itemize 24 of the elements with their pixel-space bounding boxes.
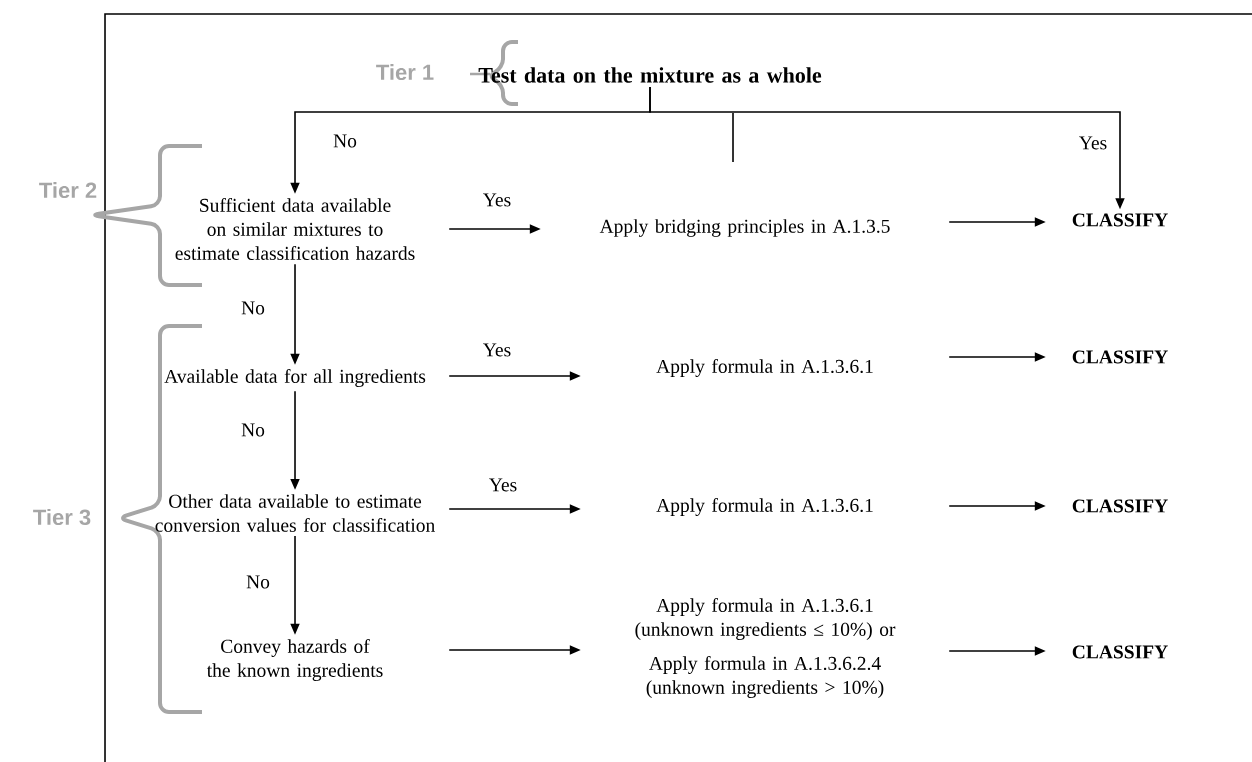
edge-label: Yes [487, 477, 519, 493]
tier-label: Tier 3 [33, 508, 91, 526]
tier-label: Tier 1 [376, 63, 434, 81]
result-text: CLASSIFY [1072, 645, 1168, 659]
edge-label: Yes [1077, 135, 1109, 151]
edge-label: No [240, 300, 266, 316]
step-text: Apply formula in A.1.3.6.1 [656, 498, 873, 516]
step-text: Convey hazards of the known ingredients [206, 639, 383, 681]
edge-label: No [332, 133, 358, 149]
edge-label: Yes [481, 342, 513, 358]
result-text: CLASSIFY [1072, 499, 1168, 513]
step-text: Other data available to estimate conversion values for classification [155, 494, 435, 532]
step-text: Apply formula in A.1.3.6.1 (unknown ingredients ≤ 10%) or Apply formula in A.1.3.6.2.4 (unknown ingredients > 10%) [635, 598, 896, 698]
tier-label: Tier 2 [39, 181, 97, 199]
edge-label: No [240, 422, 266, 438]
step-text: Apply bridging principles in A.1.3.5 [599, 219, 890, 237]
step-text: Sufficient data available on similar mixtures to estimate classification hazards [175, 198, 415, 260]
result-text: Test data on the mixture as a whole [478, 67, 822, 83]
step-text: Available data for all ingredients [164, 369, 426, 387]
step-text: Apply formula in A.1.3.6.1 [656, 359, 873, 377]
result-text: CLASSIFY [1072, 350, 1168, 364]
result-text: CLASSIFY [1072, 213, 1168, 227]
edge-label: Yes [481, 192, 513, 208]
edge-label: No [245, 574, 271, 590]
